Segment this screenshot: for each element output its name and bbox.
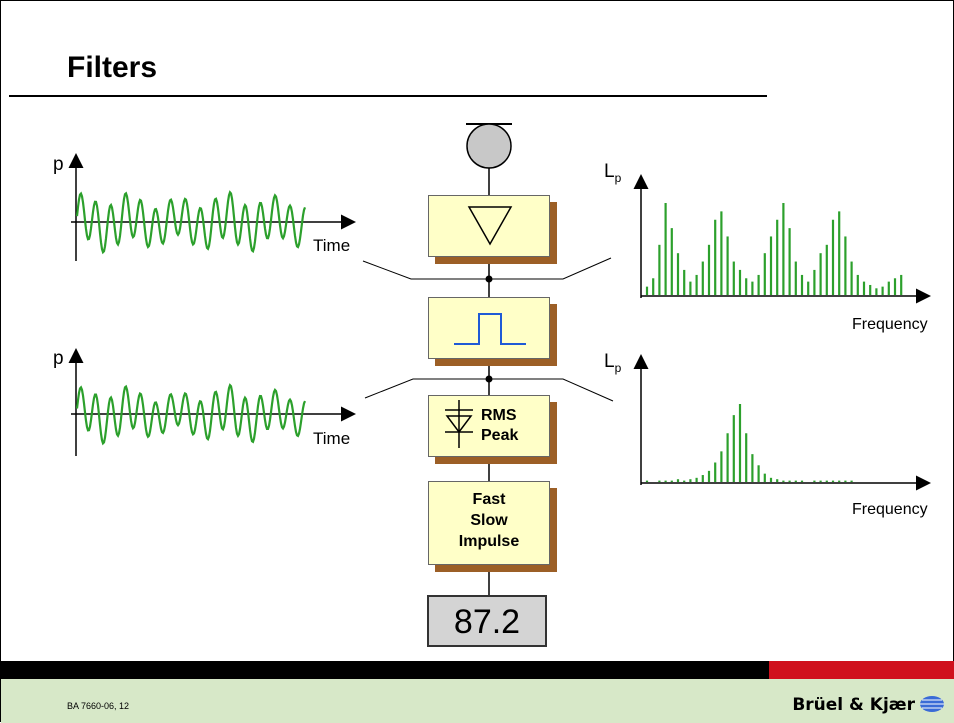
right-lower-y-sub: p — [614, 360, 622, 375]
title-rule — [9, 95, 767, 97]
weighting-slow-label: Slow — [470, 512, 508, 529]
right-upper-x-label: Frequency — [852, 316, 928, 333]
amplifier-block — [428, 195, 550, 257]
bandpass-filter-icon — [454, 313, 526, 345]
time-weighting-block: Fast Slow Impulse — [428, 481, 550, 565]
footer-red-accent — [769, 661, 954, 679]
right-lower-x-label: Frequency — [852, 501, 928, 518]
brand-logo-text: Brüel & Kjær — [792, 695, 915, 715]
left-lower-x-label: Time — [313, 429, 351, 448]
footer: BA 7660-06, 12 Brüel & Kjær — [1, 679, 954, 723]
footer-bar — [1, 661, 954, 679]
tap-point-upper — [485, 275, 493, 283]
right-lower-spectrum — [645, 404, 853, 482]
left-upper-x-label: Time — [313, 236, 351, 255]
right-lower-y-main: L — [604, 351, 615, 372]
right-upper-y-main: L — [604, 161, 615, 182]
right-upper-y-sub: p — [614, 170, 622, 185]
brand-globe-icon — [920, 696, 944, 712]
document-id: BA 7660-06, 12 — [67, 701, 130, 711]
right-lower-y-label: Lp — [604, 351, 621, 375]
bandpass-filter-block — [428, 297, 550, 359]
detector-rms-label: RMS — [481, 407, 517, 424]
slide-title: Filters — [67, 51, 158, 84]
level-display: 87.2 — [427, 595, 547, 647]
left-lower-y-label: p — [53, 348, 64, 369]
weighting-impulse-label: Impulse — [458, 533, 520, 550]
left-upper-y-label: p — [53, 154, 64, 175]
detector-peak-label: Peak — [481, 427, 519, 444]
left-lower-waveform — [75, 383, 307, 446]
weighting-fast-label: Fast — [472, 491, 506, 508]
amplifier-icon — [467, 206, 513, 246]
right-upper-y-label: Lp — [604, 161, 621, 185]
diode-icon — [445, 400, 473, 448]
detector-block: RMS Peak — [428, 395, 550, 457]
left-upper-waveform — [75, 190, 307, 255]
microphone-icon — [466, 123, 512, 169]
tap-lines-upper — [362, 257, 612, 280]
right-upper-spectrum — [645, 203, 903, 295]
tap-point-lower — [485, 375, 493, 383]
